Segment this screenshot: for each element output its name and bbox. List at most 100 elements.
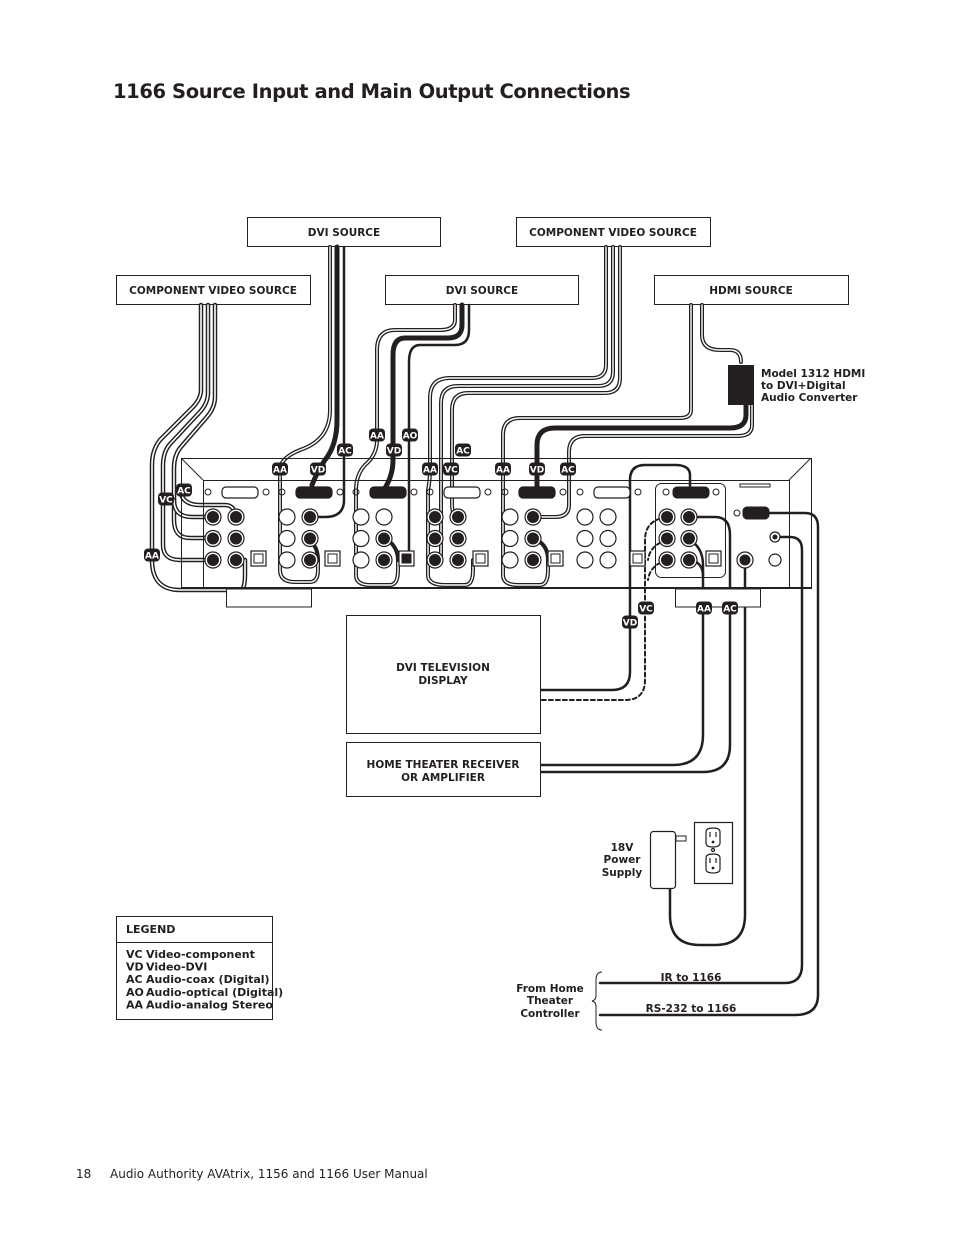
svg-text:AC: AC bbox=[338, 446, 352, 456]
page-number: 18 bbox=[76, 1167, 92, 1181]
dvi-port-icon bbox=[295, 486, 333, 499]
source-label: HDMI SOURCE bbox=[709, 285, 793, 297]
source-label: COMPONENT VIDEO SOURCE bbox=[529, 227, 697, 239]
wall-outlet-icon bbox=[693, 821, 734, 885]
legend-code: AA bbox=[126, 998, 144, 1011]
cable-input3 bbox=[354, 302, 471, 587]
connection-tag-aa: AA bbox=[422, 462, 438, 476]
connection-tag-vc: VC bbox=[158, 492, 174, 506]
connection-tag-ac: AC bbox=[337, 443, 353, 457]
svg-text:AA: AA bbox=[370, 431, 384, 441]
rca-jack-icon bbox=[278, 508, 296, 526]
svg-text:AC: AC bbox=[561, 465, 575, 475]
connection-tag-vc: VC bbox=[443, 462, 459, 476]
source-box-hdmi: HDMI SOURCE bbox=[654, 275, 849, 305]
svg-text:VC: VC bbox=[159, 495, 173, 505]
input-panels bbox=[204, 486, 782, 569]
rca-jack-icon bbox=[599, 508, 617, 526]
cable-power bbox=[668, 558, 747, 947]
svg-text:VC: VC bbox=[444, 465, 458, 475]
svg-text:AA: AA bbox=[145, 551, 159, 561]
svg-text:AC: AC bbox=[456, 446, 470, 456]
converter-label-line3: Audio Converter bbox=[761, 392, 858, 404]
legend-desc: Video-component bbox=[146, 948, 255, 961]
connection-tag-vc: VC bbox=[638, 601, 654, 615]
dvi-television-display: DVI TELEVISION DISPLAY bbox=[346, 615, 541, 734]
rs232-label: RS-232 to 1166 bbox=[646, 1003, 737, 1015]
rca-jack-icon bbox=[501, 508, 519, 526]
dvi-port-icon bbox=[593, 486, 631, 499]
svg-text:VC: VC bbox=[639, 604, 653, 614]
rca-jack-icon bbox=[599, 551, 617, 569]
rca-jack-icon bbox=[501, 551, 519, 569]
input-panel bbox=[576, 486, 642, 569]
connection-tag-ao: AO bbox=[402, 428, 418, 442]
svg-text:AA: AA bbox=[697, 604, 711, 614]
connection-tag-aa: AA bbox=[272, 462, 288, 476]
power-supply: 18V Power Supply bbox=[602, 830, 687, 890]
connection-tag-vd: VD bbox=[310, 462, 326, 476]
connection-tag-aa: AA bbox=[144, 548, 160, 562]
power-label-line1: 18V bbox=[611, 842, 635, 854]
legend-title: LEGEND bbox=[126, 923, 175, 936]
source-label: COMPONENT VIDEO SOURCE bbox=[129, 285, 297, 297]
connection-tag-aa: AA bbox=[369, 428, 385, 442]
dvi-port-icon bbox=[518, 486, 556, 499]
controller-label-line3: Controller bbox=[520, 1008, 580, 1020]
input-panel bbox=[426, 486, 492, 569]
page-title: 1166 Source Input and Main Output Connec… bbox=[113, 80, 631, 103]
svg-text:AA: AA bbox=[273, 465, 287, 475]
svg-text:AC: AC bbox=[177, 486, 191, 496]
hdmi-converter: Model 1312 HDMI to DVI+Digital Audio Con… bbox=[728, 365, 865, 405]
ir-label: IR to 1166 bbox=[661, 972, 722, 984]
home-theater-receiver: HOME THEATER RECEIVER OR AMPLIFIER bbox=[346, 742, 541, 797]
input-panel bbox=[278, 486, 344, 569]
rca-jack-icon bbox=[278, 529, 296, 548]
power-label-line3: Supply bbox=[602, 867, 643, 879]
rca-jack-icon bbox=[352, 551, 370, 569]
converter-label-line1: Model 1312 HDMI bbox=[761, 368, 865, 380]
legend-code: AC bbox=[126, 973, 143, 986]
legend-code: VD bbox=[126, 961, 144, 974]
connection-tag-ac: AC bbox=[722, 601, 738, 615]
avatrix-1166-chassis bbox=[180, 457, 812, 608]
connection-tag-vd: VD bbox=[386, 443, 402, 457]
source-box-component-left: COMPONENT VIDEO SOURCE bbox=[116, 275, 311, 305]
legend-desc: Video-DVI bbox=[146, 961, 207, 974]
cable-output-display bbox=[539, 463, 692, 701]
connection-tag-vd: VD bbox=[529, 462, 545, 476]
legend-desc: Audio-analog Stereo bbox=[146, 998, 273, 1011]
dvi-port-icon bbox=[369, 486, 407, 499]
legend-desc: Audio-optical (Digital) bbox=[146, 986, 283, 999]
svg-text:AC: AC bbox=[723, 604, 737, 614]
svg-text:VD: VD bbox=[387, 446, 401, 456]
home-theater-controller: From Home Theater Controller IR to 1166 … bbox=[516, 971, 737, 1031]
brace-icon bbox=[591, 971, 603, 1031]
display-label-line2: DISPLAY bbox=[418, 675, 468, 687]
input-panel bbox=[204, 486, 270, 569]
connection-tag-ac: AC bbox=[560, 462, 576, 476]
source-label: DVI SOURCE bbox=[308, 227, 380, 239]
svg-text:VD: VD bbox=[311, 465, 325, 475]
source-box-component-top: COMPONENT VIDEO SOURCE bbox=[516, 217, 711, 247]
cable-rs232 bbox=[598, 511, 820, 1017]
dvi-port-icon bbox=[221, 486, 259, 499]
display-label-line1: DVI TELEVISION bbox=[396, 662, 490, 674]
rca-jack-icon bbox=[278, 551, 296, 569]
source-label: DVI SOURCE bbox=[446, 285, 518, 297]
cable-input5 bbox=[501, 303, 754, 587]
rca-jack-icon bbox=[599, 529, 617, 548]
receiver-label-line2: OR AMPLIFIER bbox=[401, 772, 485, 784]
rs232-port-icon bbox=[742, 506, 770, 520]
dvi-port-icon bbox=[443, 486, 481, 499]
rca-jack-icon bbox=[375, 508, 393, 526]
rca-jack-icon bbox=[576, 508, 594, 526]
connection-tag-ac: AC bbox=[455, 443, 471, 457]
